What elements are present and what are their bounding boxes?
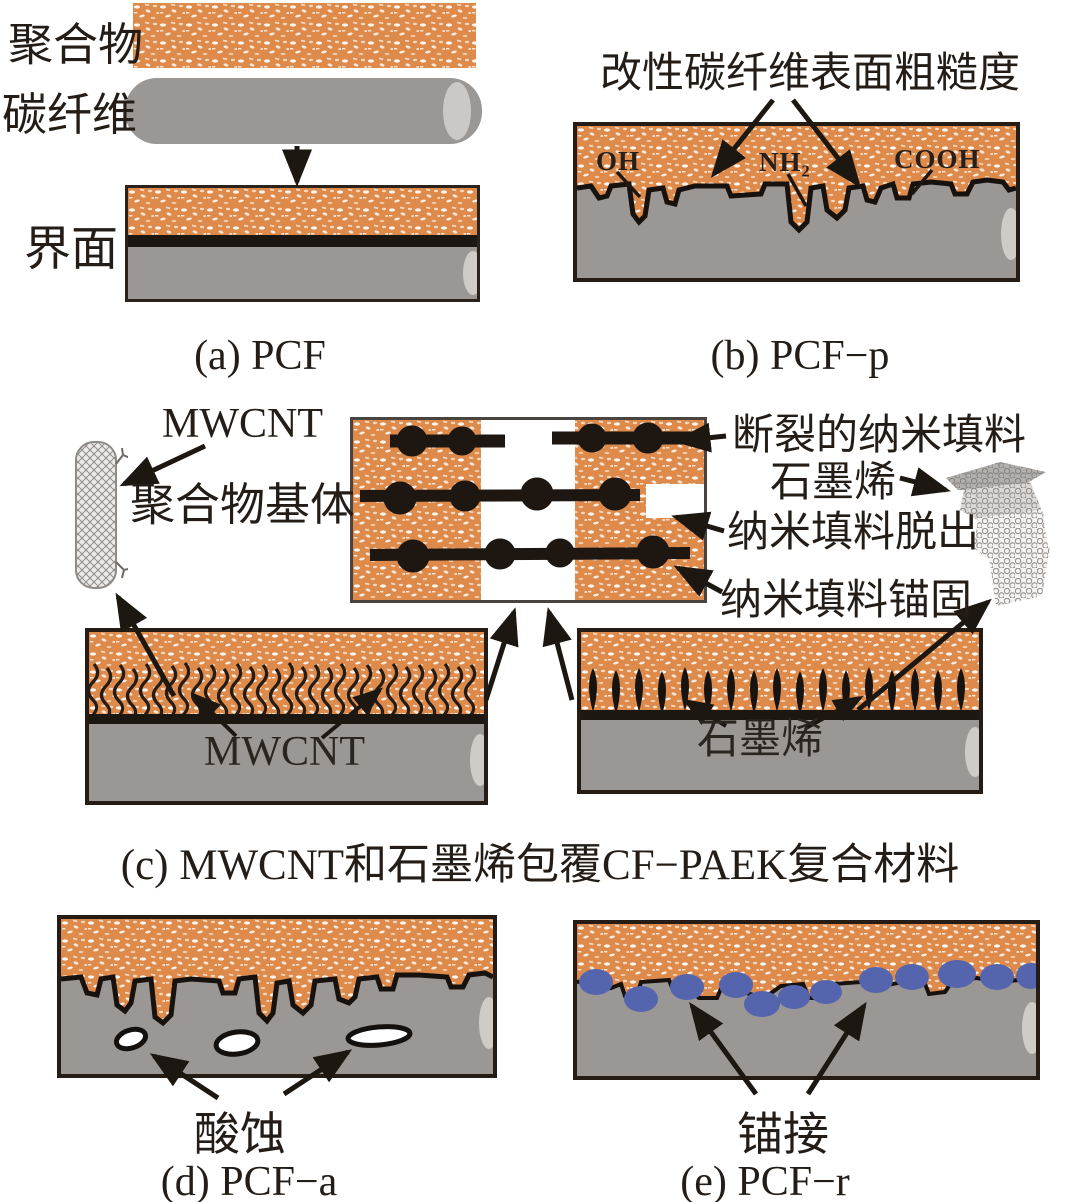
pcf-p-block bbox=[573, 122, 1020, 282]
cooh-group-label: COOH bbox=[894, 144, 981, 174]
interface-label: 界面 bbox=[24, 224, 118, 276]
caption-b: (b) PCF−p bbox=[710, 333, 890, 379]
acid-etch-label: 酸蚀 bbox=[194, 1109, 286, 1160]
pcf-r-block bbox=[573, 920, 1040, 1080]
polymer-label: 聚合物 bbox=[8, 20, 144, 70]
fractured-nanofiller-label: 断裂的纳米填料 bbox=[732, 413, 1027, 459]
polymer-matrix-label: 聚合物基体 bbox=[130, 480, 356, 530]
nanofiller-chain-middle bbox=[359, 477, 641, 515]
mwcnt-nanotube bbox=[70, 438, 128, 592]
graphene-stack bbox=[938, 458, 1053, 616]
caption-c: (c) MWCNT和石墨烯包覆CF−PAEK复合材料 bbox=[120, 842, 960, 889]
nanofiller-pullout-label: 纳米填料脱出 bbox=[727, 510, 980, 556]
carbon-fiber-label: 碳纤维 bbox=[2, 90, 138, 140]
polymer-bar bbox=[133, 3, 476, 68]
pcf-interface-block bbox=[125, 185, 480, 302]
caption-d: (d) PCF−a bbox=[160, 1159, 338, 1202]
anchor-label: 锚接 bbox=[737, 1109, 829, 1160]
mwcnt-block-label: MWCNT bbox=[204, 729, 365, 775]
mwcnt-label-arrow bbox=[119, 443, 207, 487]
caption-a: (a) PCF bbox=[194, 333, 326, 379]
pcf-a-block bbox=[57, 915, 497, 1078]
caption-e: (e) PCF−r bbox=[680, 1159, 850, 1202]
nh2-group-label: NH₂ bbox=[759, 147, 811, 177]
carbon-fiber-cylinder bbox=[125, 78, 482, 144]
graphene-coated-block bbox=[577, 628, 983, 794]
roughness-title: 改性碳纤维表面粗糙度 bbox=[600, 51, 1021, 97]
acid-etch-voids bbox=[113, 1024, 413, 1057]
graphene-block-label: 石墨烯 bbox=[697, 717, 824, 763]
interface-inset bbox=[350, 417, 707, 603]
left-block-to-inset-arrow bbox=[483, 607, 519, 701]
nanofiller-chain-anchored bbox=[369, 535, 691, 573]
mwcnt-label: MWCNT bbox=[162, 401, 323, 447]
right-block-to-inset-arrow bbox=[542, 607, 575, 701]
mwcnt-coated-block bbox=[85, 628, 488, 805]
nanofiller-anchored-label: 纳米填料锚固 bbox=[720, 578, 973, 624]
nanofiller-chain-fractured bbox=[390, 422, 693, 457]
graphene-pointer-label: 石墨烯 bbox=[770, 460, 897, 506]
oh-group-label: OH bbox=[596, 146, 641, 176]
